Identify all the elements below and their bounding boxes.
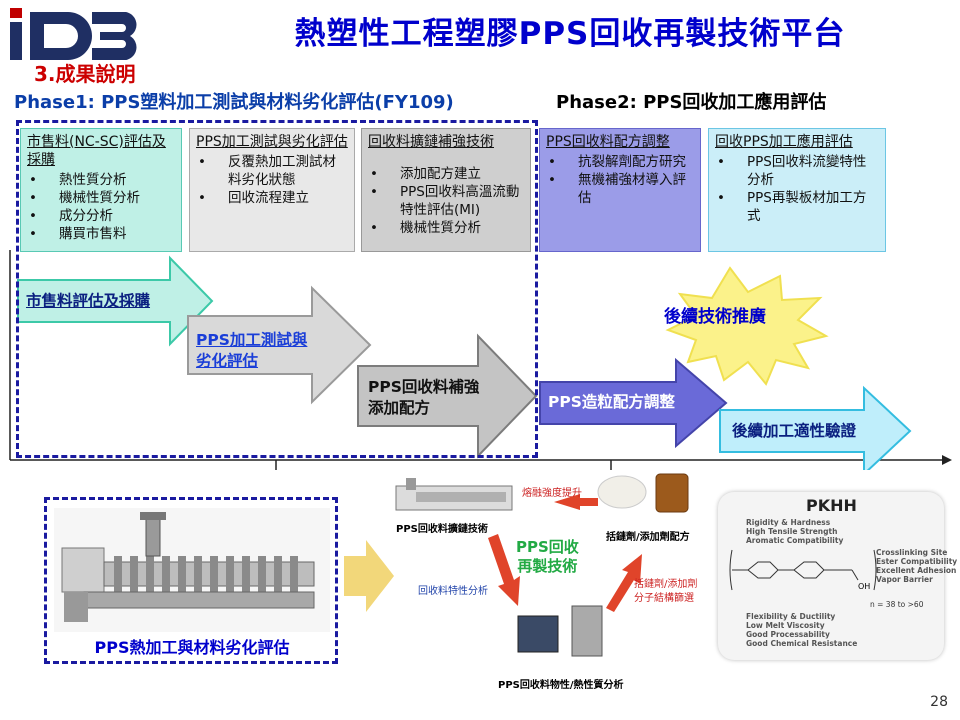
list-item: 成分分析 [29, 207, 175, 225]
star-burst [665, 266, 829, 386]
pkhh-n: n = 38 to >60 [870, 600, 924, 609]
prop-text: Good Chemical Resistance [746, 639, 858, 648]
list-item: 無機補強材導入評估 [548, 171, 694, 207]
pkhh-bottom-props: Flexibility & Ductility Low Melt Viscosi… [746, 612, 857, 648]
process-arrows [9, 250, 952, 470]
box-market-material: 市售料(NC-SC)評估及採購 熱性質分析 機械性質分析 成分分析 購買市售料 [20, 128, 182, 252]
recycle-cycle-diagram [395, 473, 689, 657]
star-label: 後續技術推廣 [664, 307, 766, 327]
machine-dashed-frame [44, 497, 338, 664]
page-number: 28 [930, 694, 948, 710]
pkhh-structure-diagram [729, 549, 877, 591]
arrow-label-5: 後續加工適性驗證 [732, 422, 857, 440]
prop-text: Rigidity & Hardness [746, 518, 831, 527]
box-title: PPS回收料配方調整 [546, 134, 670, 150]
box-processing-test: PPS加工測試與劣化評估 反覆熱加工測試材料劣化狀態 回收流程建立 [189, 128, 355, 252]
list-item: 機械性質分析 [29, 189, 175, 207]
list-item: 機械性質分析 [370, 219, 524, 237]
phase1-dashed-frame [16, 120, 538, 458]
arrow-step-3 [357, 333, 538, 459]
box-title: 市售料(NC-SC)評估及採購 [27, 134, 166, 168]
chain-extender-caption: 括鏈劑/添加劑配方 [606, 532, 690, 543]
arrow-label-4: PPS造粒配方調整 [548, 393, 675, 411]
list-item: 購買市售料 [29, 225, 175, 243]
arrow-label-3b: 添加配方 [368, 399, 431, 417]
section-heading: 3.成果說明 [34, 62, 136, 86]
list-item: 回收流程建立 [198, 189, 348, 207]
prop-text: High Tensile Strength [746, 527, 838, 536]
box-chain-extension: 回收料擴鏈補強技術 添加配方建立 PPS回收料高溫流動特性評估(MI) 機械性質… [361, 128, 531, 252]
yellow-arrow [344, 540, 394, 612]
prop-text: Vapor Barrier [876, 575, 933, 584]
arrow-label-1: 市售料評估及採購 [26, 292, 151, 310]
bottom-analysis-caption: PPS回收料物性/熱性質分析 [498, 680, 624, 691]
list-item: 熱性質分析 [29, 171, 175, 189]
prop-text: Excellent Adhesion [876, 566, 957, 575]
list-item: PPS再製板材加工方式 [717, 189, 879, 225]
extruder-caption: PPS回收料擴鏈技術 [396, 524, 488, 535]
pkhh-top-props: Rigidity & Hardness High Tensile Strengt… [746, 518, 843, 545]
list-item: PPS回收料流變特性分析 [717, 153, 879, 189]
center-line-2: 再製技術 [517, 557, 578, 575]
box-title: 回收料擴鏈補強技術 [368, 134, 494, 150]
phase2-heading: Phase2: PPS回收加工應用評估 [556, 92, 827, 113]
extruder-machine-image [54, 508, 330, 632]
page-title: 熱塑性工程塑膠PPS回收再製技術平台 [294, 16, 846, 52]
list-item: 抗裂解劑配方研究 [548, 153, 694, 171]
center-recycle-label: PPS回收 再製技術 [516, 538, 579, 576]
arrow-step-5 [719, 385, 912, 470]
screening-label-1: 括鏈劑/添加劑 [634, 579, 698, 590]
phase1-heading: Phase1: PPS塑料加工測試與材料劣化評估(FY109) [14, 92, 454, 113]
arrow-label-2a: PPS加工測試與 [196, 331, 308, 349]
prop-text: Crosslinking Site [876, 548, 948, 557]
box-title: 回收PPS加工應用評估 [715, 134, 853, 150]
list-item: 反覆熱加工測試材料劣化狀態 [198, 153, 348, 189]
list-item: PPS回收料高溫流動特性評估(MI) [370, 183, 524, 219]
pkhh-right-props: Crosslinking Site Ester Compatibility Ex… [876, 548, 957, 584]
pkhh-title: PKHH [806, 496, 857, 515]
analysis-label: 回收料特性分析 [418, 586, 488, 597]
arrow-step-4 [539, 357, 728, 449]
machine-caption: PPS熱加工與材料劣化評估 [94, 638, 290, 657]
arrow-label-2b: 劣化評估 [196, 352, 259, 370]
screening-label-2: 分子結構篩選 [634, 593, 694, 604]
timeline-arrowhead [942, 455, 952, 465]
prop-text: Good Processability [746, 630, 830, 639]
prop-text: Low Melt Viscosity [746, 621, 825, 630]
center-line-1: PPS回收 [516, 538, 579, 556]
prop-text: Aromatic Compatibility [746, 536, 844, 545]
id3-logo [10, 8, 137, 60]
arrow-step-2 [187, 285, 372, 405]
box-application-eval: 回收PPS加工應用評估 PPS回收料流變特性分析 PPS再製板材加工方式 [708, 128, 886, 252]
box-title: PPS加工測試與劣化評估 [196, 134, 348, 150]
pkhh-oh: OH [858, 582, 871, 591]
arrow-label-3a: PPS回收料補強 [368, 378, 480, 396]
prop-text: Flexibility & Ductility [746, 612, 836, 621]
melt-strength-label: 熔融強度提升 [522, 488, 582, 499]
prop-text: Ester Compatibility [876, 557, 958, 566]
list-item: 添加配方建立 [370, 165, 524, 183]
box-formula-adjust: PPS回收料配方調整 抗裂解劑配方研究 無機補強材導入評估 [539, 128, 701, 252]
